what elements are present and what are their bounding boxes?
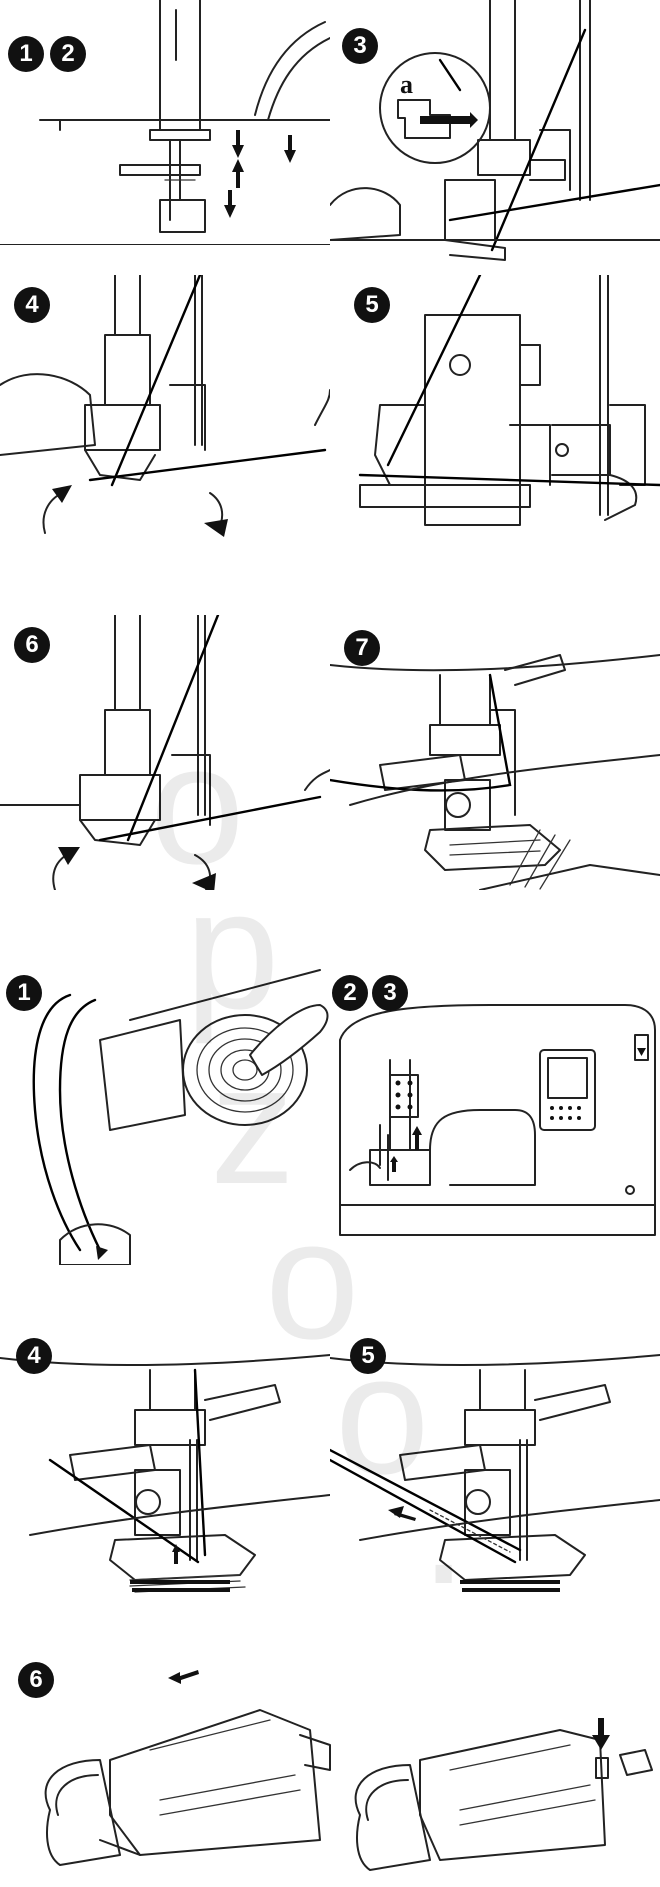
thread-under-foot-illustration	[330, 654, 660, 890]
threads-back-illustration	[330, 1354, 660, 1592]
panel-step-7: 7	[330, 615, 660, 890]
bobbin-step-badge-1: 1	[6, 975, 42, 1011]
thread-hook-illustration	[0, 275, 330, 537]
step-badge-1: 1	[8, 36, 44, 72]
bobbin-step-badge-3: 3	[372, 975, 408, 1011]
presser-foot-raise-illustration	[0, 0, 330, 245]
step-badge-5: 5	[354, 287, 390, 323]
bobbin-step-badge-5: 5	[350, 1338, 386, 1374]
panel-bobbin-step-4: 4	[0, 1330, 330, 1600]
bobbin-step-badge-4: 4	[16, 1338, 52, 1374]
bobbin-thread-pull-illustration	[0, 1354, 330, 1593]
panel-step-1-2: 1 2	[0, 0, 330, 245]
step-badge-4: 4	[14, 287, 50, 323]
bobbin-cover-close-illustration	[44, 1670, 653, 1871]
step-badge-2: 2	[50, 36, 86, 72]
panel-step-3: 3 a	[330, 0, 660, 275]
needle-threader-illustration	[330, 0, 660, 261]
panel-step-6: 6	[0, 615, 330, 890]
step-badge-7: 7	[344, 630, 380, 666]
bobbin-step-badge-6: 6	[18, 1662, 54, 1698]
bobbin-step-badge-2: 2	[332, 975, 368, 1011]
step-badge-6: 6	[14, 627, 50, 663]
sewing-machine-overview-illustration	[339, 1004, 656, 1236]
panel-step-5: 5	[330, 275, 660, 550]
panel-step-4: 4	[0, 275, 330, 550]
threader-release-illustration	[358, 275, 660, 526]
panel-bobbin-step-5: 5	[330, 1330, 660, 1600]
panel-bobbin-step-6: 6	[0, 1640, 660, 1887]
bobbin-insert-illustration	[32, 969, 329, 1265]
step-badge-3: 3	[342, 28, 378, 64]
detail-label-a: a	[400, 70, 413, 99]
thread-pull-illustration	[0, 615, 330, 890]
panel-bobbin-step-2-3: 2 3	[330, 950, 660, 1265]
panel-bobbin-step-1: 1	[0, 950, 330, 1265]
